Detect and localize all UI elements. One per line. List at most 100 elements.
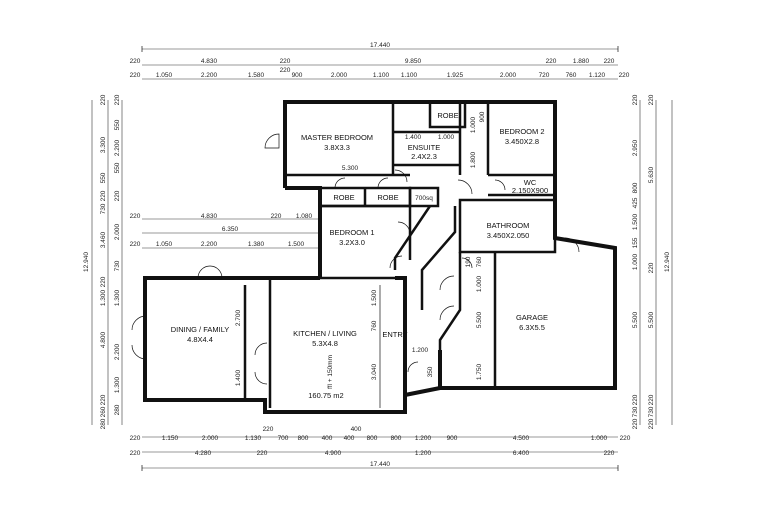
dim: 5.630 (648, 166, 655, 183)
dim: 155 (632, 237, 639, 248)
dim: 1.100 (401, 72, 418, 79)
kitchen-label: KITCHEN / LIVING (293, 329, 357, 338)
dim: 220 (100, 276, 107, 287)
kitchen-dim: 5.3X4.8 (312, 339, 338, 348)
dim: 280 (100, 418, 107, 429)
dim: 1.880 (573, 58, 590, 65)
linen-label: 700sq (415, 195, 433, 202)
dim: 2.700 (235, 309, 242, 326)
master-bedroom-label: MASTER BEDROOM (301, 133, 373, 142)
dim: 2.000 (114, 223, 121, 240)
bathroom-label: BATHROOM (487, 221, 530, 230)
dim: 800 (367, 435, 378, 442)
dim: 550 (114, 162, 121, 173)
dim: 1.000 (470, 116, 477, 133)
dining-label: DINING / FAMILY (171, 325, 230, 334)
dim: 220 (271, 213, 282, 220)
dim: 2.200 (114, 343, 121, 360)
dim: 2.200 (201, 241, 218, 248)
top-total-dim: 17.440 (370, 42, 390, 49)
dim: 4.280 (195, 450, 212, 457)
dim: 1.400 (405, 134, 422, 141)
room-labels: MASTER BEDROOM 3.8X3.3 ROBE 1.400 1.000 … (171, 111, 548, 400)
bedroom2-dim: 3.450X2.8 (505, 137, 539, 146)
dim: 400 (344, 435, 355, 442)
dim: 800 (632, 182, 639, 193)
dim: 730 (632, 406, 639, 417)
dim: 400 (322, 435, 333, 442)
dim: 425 (632, 197, 639, 208)
dim: 1.050 (156, 72, 173, 79)
dim: 1.200 (415, 435, 432, 442)
dim: 2.950 (632, 139, 639, 156)
ensuite-label: ENSUITE (408, 143, 441, 152)
dim: 220 (280, 67, 291, 74)
dim: 760 (476, 256, 483, 267)
robe-left-label: ROBE (333, 193, 354, 202)
robe-top-label: ROBE (437, 111, 458, 120)
dim: 900 (479, 111, 486, 122)
dim: 4.900 (325, 450, 342, 457)
left-total-dim: 12.940 (83, 252, 90, 272)
dim: 1.500 (371, 289, 378, 306)
dim: 1.750 (476, 363, 483, 380)
dim: 4.500 (513, 435, 530, 442)
dim: 1.925 (447, 72, 464, 79)
dim: 1.200 (412, 347, 429, 354)
dim: 1.300 (100, 289, 107, 306)
dim: 2.000 (500, 72, 517, 79)
dim: 220 (648, 418, 655, 429)
wc-dim: 2.150X900 (512, 186, 548, 195)
robe-right-label: ROBE (377, 193, 398, 202)
dim: 220 (257, 450, 268, 457)
bottom-total-dim: 17.440 (370, 461, 390, 468)
dining-dim: 4.8X4.4 (187, 335, 213, 344)
dim: 1.000 (591, 435, 608, 442)
dim: 220 (546, 58, 557, 65)
dim: 550 (114, 119, 121, 130)
dim: 760 (371, 320, 378, 331)
dim: 6.400 (513, 450, 530, 457)
garage-dim: 6.3X5.5 (519, 323, 545, 332)
dim: 220 (114, 190, 121, 201)
dim: 220 (114, 94, 121, 105)
dim: 220 (263, 426, 274, 433)
dim: 3.300 (100, 136, 107, 153)
dim: 1.120 (589, 72, 606, 79)
dim: 2.000 (331, 72, 348, 79)
right-total-dim: 12.940 (664, 252, 671, 272)
bedroom2-label: BEDROOM 2 (499, 127, 544, 136)
dim: 1.050 (156, 241, 173, 248)
dim: 220 (130, 450, 141, 457)
dim: 220 (130, 435, 141, 442)
dim: 2.000 (202, 435, 219, 442)
dim: 220 (648, 262, 655, 273)
dim: 760 (566, 72, 577, 79)
floor-area: 160.75 m2 (308, 391, 343, 400)
right-dimensions: 220 2.950 800 425 1.500 155 1.000 5.500 … (632, 94, 673, 429)
dim: 5.500 (648, 311, 655, 328)
dim: 2.200 (201, 72, 218, 79)
dim: 220 (648, 394, 655, 405)
dim: 220 (632, 418, 639, 429)
dim: 1.000 (476, 275, 483, 292)
dim: 190 (465, 256, 472, 267)
dim: 220 (620, 435, 631, 442)
dim: 4.800 (100, 331, 107, 348)
dim: 6.350 (222, 226, 239, 233)
dim: 900 (447, 435, 458, 442)
dim: 220 (632, 394, 639, 405)
doors (131, 133, 580, 385)
bottom-dimensions: 220 400 220 1.150 2.000 1.130 700 800 40… (130, 426, 631, 471)
dim: 5.300 (342, 165, 359, 172)
dim: 1.580 (248, 72, 265, 79)
dim: 1.200 (415, 450, 432, 457)
dim: 220 (648, 94, 655, 105)
dim: 220 (130, 213, 141, 220)
dim: 5.500 (632, 311, 639, 328)
dim: 280 (114, 404, 121, 415)
dim: 220 (100, 394, 107, 405)
dim: 550 (100, 172, 107, 183)
dim: 1.500 (288, 241, 305, 248)
dim: 5.500 (476, 311, 483, 328)
